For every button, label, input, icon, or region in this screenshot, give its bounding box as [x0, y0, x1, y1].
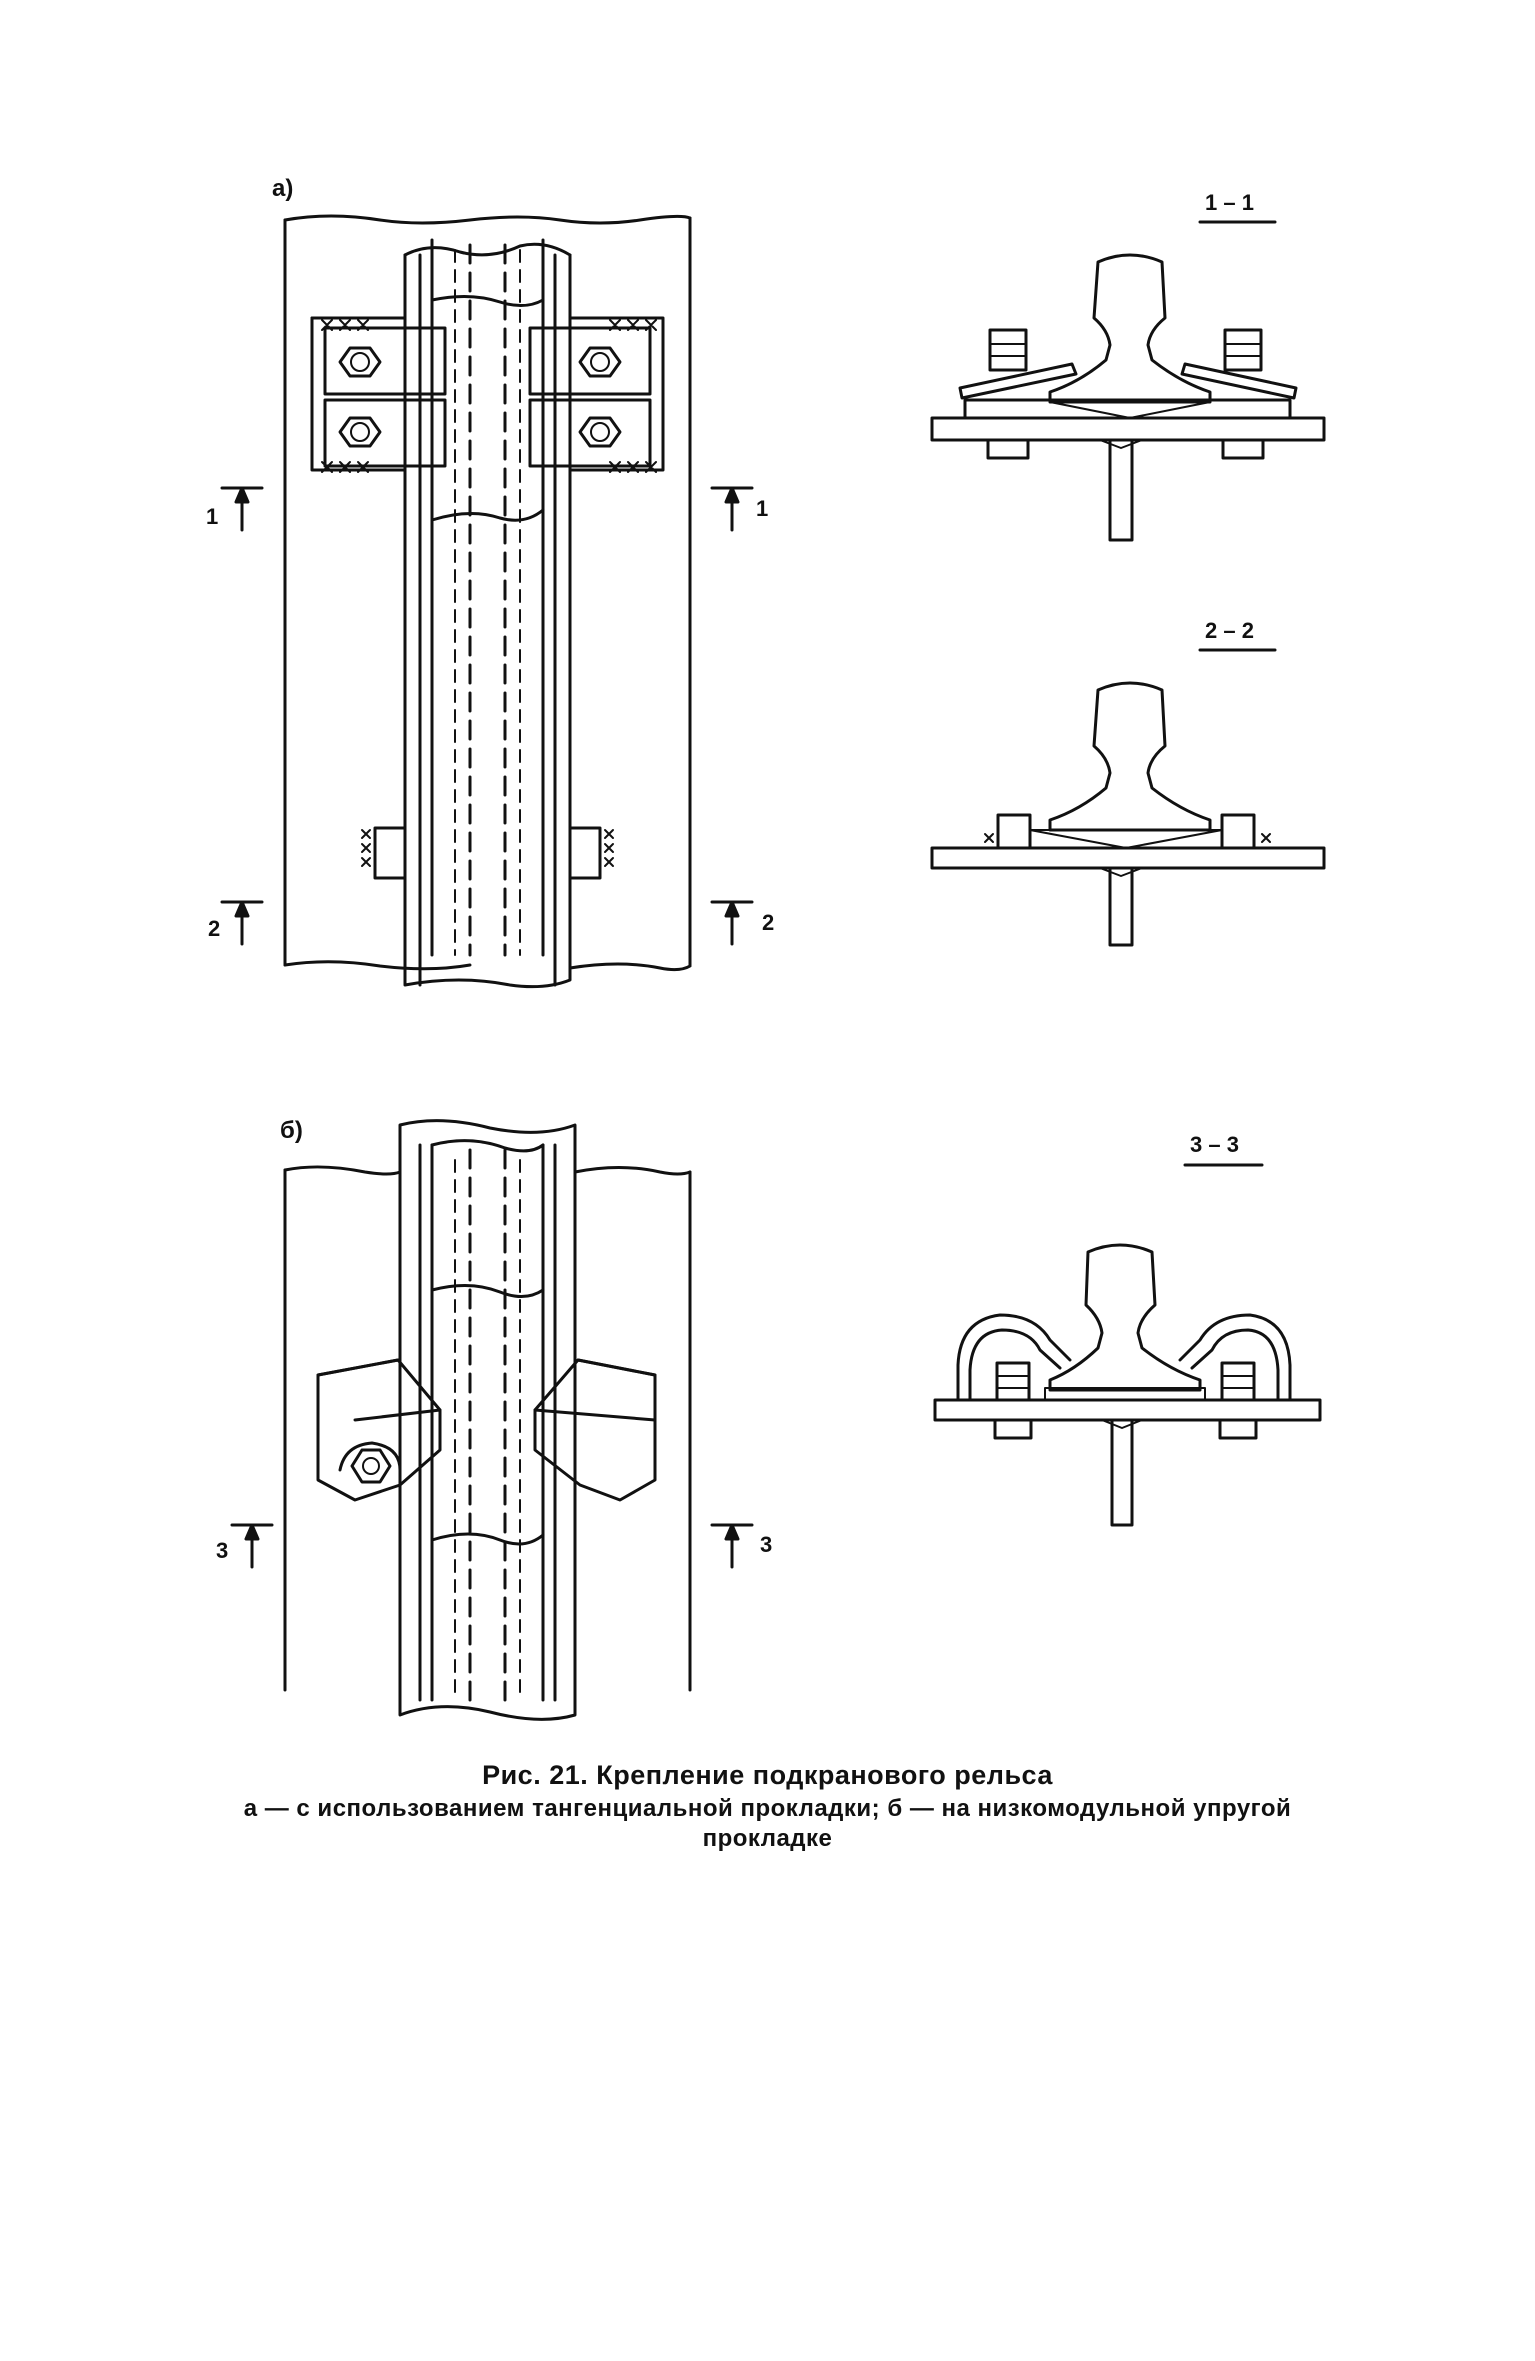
- hex-nut-icon: [350, 1448, 392, 1484]
- base-plate-3: [933, 1398, 1322, 1422]
- flange-bottom-break-a: [283, 960, 472, 971]
- spring-loop-right: [1178, 1313, 1292, 1402]
- hex-nut-icon: [338, 416, 382, 448]
- spring-loop-left: [956, 1313, 1072, 1402]
- rail-foot-b: [398, 1119, 577, 1721]
- rail-break-a: [430, 294, 545, 307]
- svg-text:2: 2: [762, 910, 774, 935]
- figure-caption-line1: а — с использованием тангенциальной прок…: [243, 1795, 1292, 1822]
- section-1-1-title: 1 – 1: [1205, 190, 1254, 215]
- base-plate-2: [930, 846, 1326, 870]
- view-b-plan: б): [216, 1117, 772, 1721]
- rail-profile-1: [1048, 253, 1212, 404]
- flange-top-break-a: [283, 214, 692, 225]
- spring-clip-left-b: [316, 1358, 442, 1502]
- rail-foot-a: [403, 253, 572, 989]
- clamp-right-a: [528, 316, 665, 473]
- svg-text:2: 2: [208, 916, 220, 941]
- section-marker-3-left: 3: [216, 1523, 274, 1569]
- svg-text:1: 1: [756, 496, 768, 521]
- section-2-2: 2 – 2: [930, 618, 1326, 947]
- svg-text:1: 1: [206, 504, 218, 529]
- view-a-plan: а): [206, 175, 774, 989]
- section-marker-2-left: 2: [208, 900, 264, 946]
- view-a-label: а): [272, 175, 293, 202]
- hex-nut-icon: [578, 416, 622, 448]
- clamp-left-a: [310, 316, 447, 473]
- rail-profile-3: [1048, 1243, 1202, 1392]
- section-marker-3-right: 3: [710, 1523, 772, 1569]
- figure-caption-line2: прокладке: [702, 1825, 833, 1852]
- hex-nut-icon: [338, 346, 382, 378]
- rail-profile-2: [1048, 681, 1212, 832]
- svg-text:3: 3: [760, 1532, 772, 1557]
- figure-caption-title: Рис. 21. Крепление подкранового рельса: [482, 1760, 1053, 1790]
- section-1-1: 1 – 1: [930, 190, 1326, 542]
- side-pads-a: [361, 826, 614, 880]
- section-marker-1-left: 1: [206, 486, 264, 532]
- spring-clip-right-b: [533, 1358, 657, 1502]
- section-2-2-title: 2 – 2: [1205, 618, 1254, 643]
- section-3-3-title: 3 – 3: [1190, 1132, 1239, 1157]
- base-plate-1: [930, 416, 1326, 442]
- section-marker-1-right: 1: [710, 486, 768, 532]
- section-3-3: 3 – 3: [933, 1132, 1322, 1527]
- svg-text:3: 3: [216, 1538, 228, 1563]
- hex-nut-icon: [578, 346, 622, 378]
- view-b-label: б): [280, 1117, 303, 1144]
- section-marker-2-right: 2: [710, 900, 774, 946]
